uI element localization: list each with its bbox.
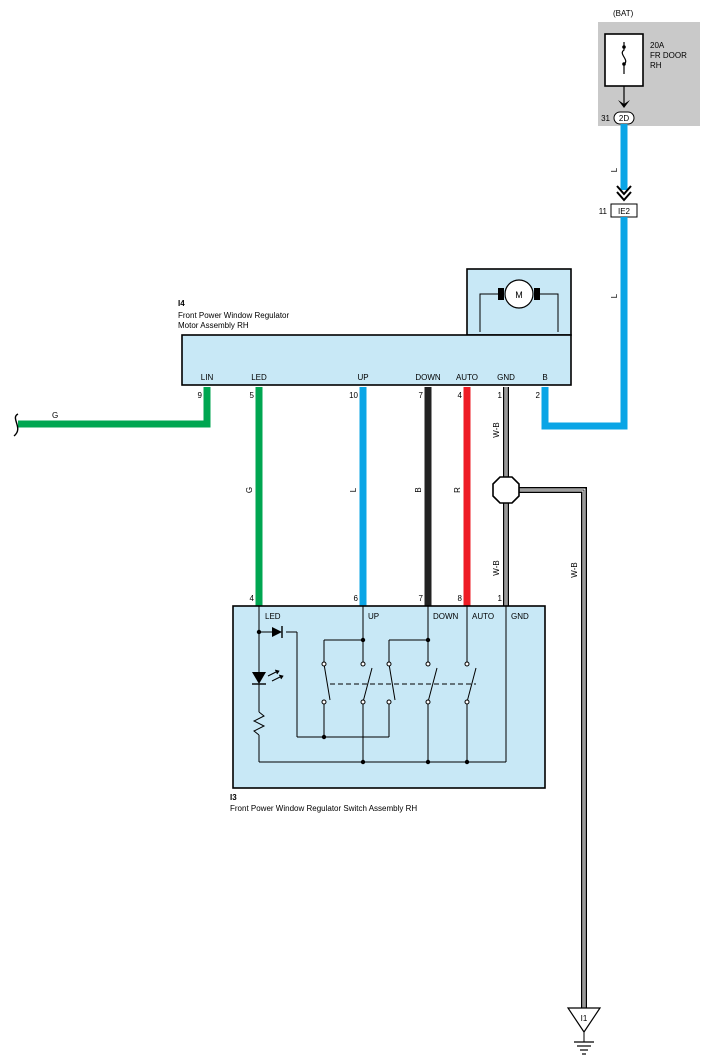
switch-terminal-led: LED xyxy=(265,612,281,621)
supply-wire: L IE2 11 L xyxy=(541,124,638,430)
switch-pin-up: 6 xyxy=(354,594,359,603)
supply-wire-color: L xyxy=(610,167,619,172)
motor-icon xyxy=(504,279,534,309)
down-wire-color: B xyxy=(414,487,423,492)
connector-2d-name: 2D xyxy=(619,114,629,123)
motor-terminal-led: LED xyxy=(251,373,267,382)
ground-point: I1 xyxy=(566,1007,602,1055)
switch-pin-auto: 8 xyxy=(458,594,463,603)
switch-assembly-id: I3 xyxy=(230,793,237,802)
motor-terminal-down: DOWN xyxy=(415,373,441,382)
switch-terminal-gnd: GND xyxy=(511,612,529,621)
motor-symbol: M xyxy=(515,290,523,300)
power-source: (BAT) 20A FR DOOR RH 2D 31 xyxy=(598,9,700,126)
motor-pin-led: 5 xyxy=(250,391,255,400)
motor-assembly-title-line1: Front Power Window Regulator xyxy=(178,311,289,320)
splice-point xyxy=(492,476,520,504)
connector-ie2-name: IE2 xyxy=(618,207,631,216)
fuse-name-line2: RH xyxy=(650,61,662,70)
switch-internal-circuit xyxy=(252,606,507,763)
motor-pin-gnd: 1 xyxy=(498,391,503,400)
motor-terminal-gnd: GND xyxy=(497,373,515,382)
motor-terminal-lin: LIN xyxy=(201,373,214,382)
motor-assembly-box xyxy=(181,334,572,386)
motor-pin-lin: 9 xyxy=(198,391,203,400)
wire-break-icon xyxy=(13,413,19,437)
motor-assembly-title-line2: Motor Assembly RH xyxy=(178,321,249,330)
motor-pin-down: 7 xyxy=(419,391,424,400)
switch-terminal-auto: AUTO xyxy=(472,612,494,621)
connector-arrow-icon xyxy=(618,100,630,108)
fuse-rating: 20A xyxy=(650,41,665,50)
switch-assembly-box xyxy=(232,605,546,789)
supply-wire-color-2: L xyxy=(610,293,619,298)
switch-junction-dots xyxy=(256,629,470,765)
motor-assembly: I4 Front Power Window Regulator Motor As… xyxy=(178,268,572,400)
motor-pin-auto: 4 xyxy=(458,391,463,400)
switch-pin-gnd: 1 xyxy=(498,594,503,603)
power-source-label: (BAT) xyxy=(613,9,634,18)
motor-terminal-up: UP xyxy=(357,373,368,382)
switch-assembly-title: Front Power Window Regulator Switch Asse… xyxy=(230,804,417,813)
switch-terminal-down: DOWN xyxy=(433,612,459,621)
led-wire-color: G xyxy=(245,487,254,493)
vertical-wires: G L B R W-B W-B W-B xyxy=(245,387,587,1008)
motor-pin-b: 2 xyxy=(536,391,541,400)
lin-wire-color: G xyxy=(52,411,58,420)
motor-assembly-id: I4 xyxy=(178,299,185,308)
auto-wire-color: R xyxy=(453,487,462,493)
connector-2d-pin: 31 xyxy=(601,114,610,123)
switch-pin-led: 4 xyxy=(250,594,255,603)
switch-pin-down: 7 xyxy=(419,594,424,603)
ground-connector-icon xyxy=(566,1007,602,1034)
up-wire-color: L xyxy=(349,487,358,492)
motor-terminal-auto: AUTO xyxy=(456,373,478,382)
connector-ie2-pin: 11 xyxy=(599,207,608,216)
fuse-name-line1: FR DOOR xyxy=(650,51,687,60)
gnd-wire-color-lower: W-B xyxy=(492,560,501,575)
connector-arrow-icon xyxy=(616,185,632,202)
gnd-wire-color-right: W-B xyxy=(570,562,579,577)
lin-wire: G xyxy=(13,387,211,437)
fuse-holder xyxy=(604,33,644,87)
led-icon xyxy=(252,672,266,684)
switch-assembly: 4 6 7 8 1 LED UP DOWN AUTO GND xyxy=(230,594,546,813)
ground-connector-name: I1 xyxy=(581,1014,588,1023)
motor-pin-up: 10 xyxy=(349,391,358,400)
motor-terminal-b: B xyxy=(542,373,547,382)
switch-terminal-up: UP xyxy=(368,612,379,621)
gnd-wire-color-upper: W-B xyxy=(492,422,501,437)
diode-icon xyxy=(272,627,282,637)
